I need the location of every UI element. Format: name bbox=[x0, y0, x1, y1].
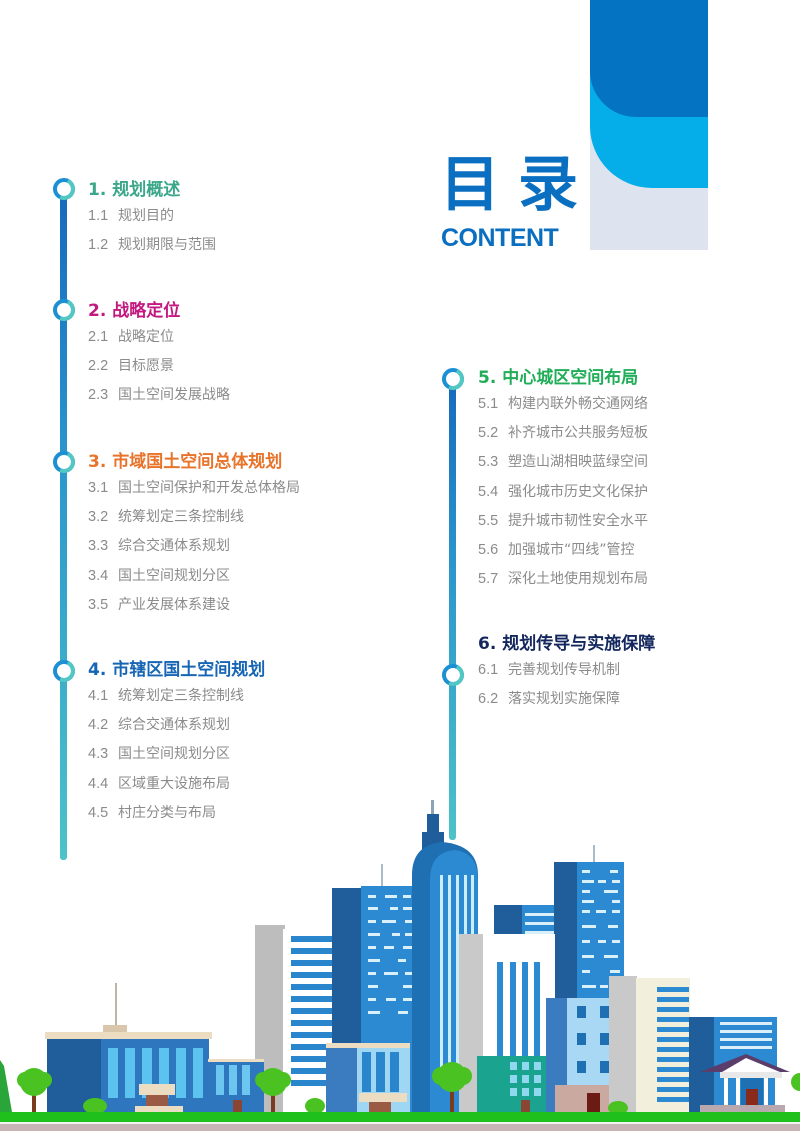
timeline-dot-icon bbox=[442, 664, 464, 686]
page-subtitle: CONTENT bbox=[441, 224, 559, 252]
decorative-color-block bbox=[590, 0, 708, 250]
timeline-line-right bbox=[449, 380, 456, 840]
timeline-dot-icon bbox=[53, 299, 75, 321]
timeline-dot-icon bbox=[442, 368, 464, 390]
city-skyline-illustration bbox=[0, 800, 800, 1131]
section-heading[interactable]: 6. 规划传导与实施保障 bbox=[478, 634, 656, 654]
decorative-dark-band bbox=[590, 0, 708, 117]
timeline-line-left bbox=[60, 190, 67, 860]
section-heading[interactable]: 5. 中心城区空间布局 bbox=[478, 368, 639, 388]
section-heading[interactable]: 1. 规划概述 bbox=[88, 180, 181, 200]
timeline-dot-icon bbox=[53, 178, 75, 200]
page-title: 目录 bbox=[440, 150, 596, 220]
section-heading[interactable]: 2. 战略定位 bbox=[88, 301, 181, 321]
timeline-dot-icon bbox=[53, 660, 75, 682]
timeline-dot-icon bbox=[53, 451, 75, 473]
section-heading[interactable]: 4. 市辖区国土空间规划 bbox=[88, 660, 266, 680]
section-heading[interactable]: 3. 市域国土空间总体规划 bbox=[88, 452, 283, 472]
